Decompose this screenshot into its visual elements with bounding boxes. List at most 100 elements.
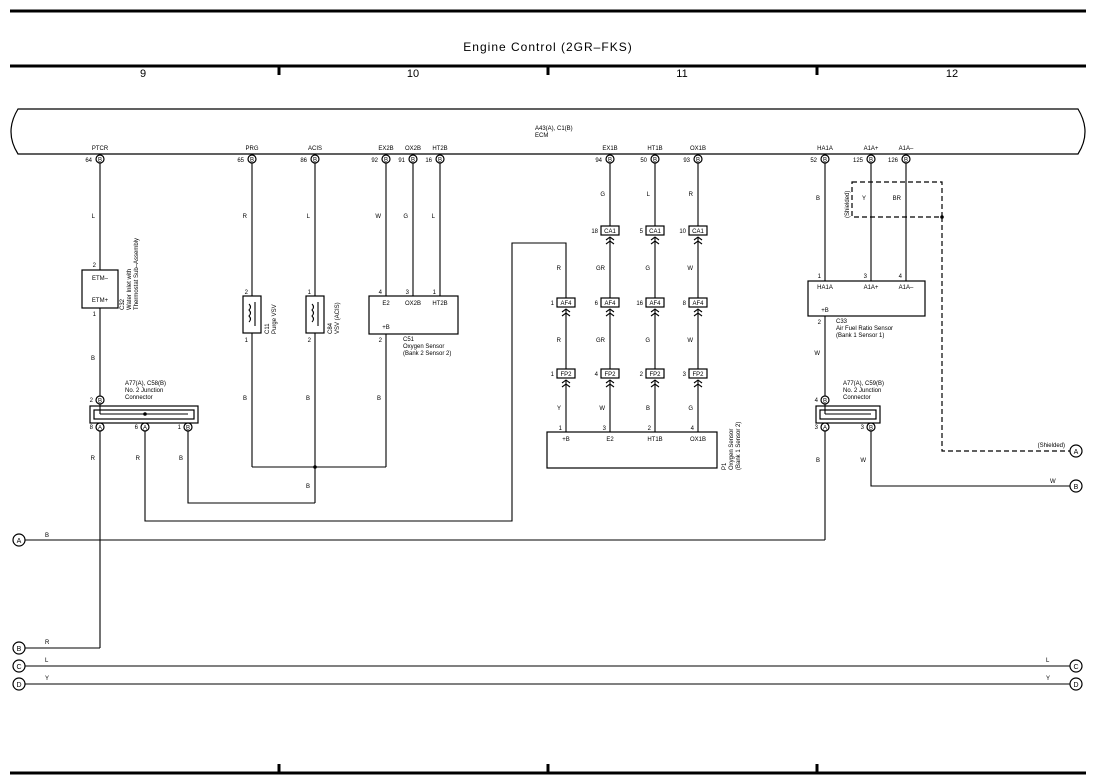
svg-text:B: B (377, 396, 381, 402)
svg-text:Connector: Connector (125, 395, 153, 401)
svg-text:1: 1 (93, 312, 97, 318)
svg-text:CA1: CA1 (604, 229, 616, 235)
p1-oxygen-sensor (546, 431, 718, 469)
svg-text:R: R (689, 192, 694, 198)
ecm-pin-ht2b: HT2B 16 B (425, 146, 447, 164)
svg-text:Y: Y (862, 196, 866, 202)
svg-text:AF4: AF4 (692, 301, 704, 307)
column-9: 9 (140, 68, 146, 80)
ref-a-left[interactable]: A (12, 533, 26, 547)
svg-text:6: 6 (135, 425, 139, 431)
svg-text:18: 18 (591, 229, 598, 235)
svg-text:BR: BR (893, 196, 902, 202)
svg-text:+B: +B (382, 325, 390, 331)
svg-text:Purge VSV: Purge VSV (272, 304, 278, 334)
svg-text:B: B (313, 158, 317, 164)
svg-text:R: R (136, 456, 141, 462)
svg-text:ETM–: ETM– (92, 276, 109, 282)
svg-text:B: B (646, 406, 650, 412)
svg-text:(Bank 2 Sensor 2): (Bank 2 Sensor 2) (403, 351, 451, 357)
svg-text:4: 4 (899, 274, 903, 280)
svg-text:EX1B: EX1B (602, 146, 617, 152)
svg-text:2: 2 (818, 320, 822, 326)
svg-text:1: 1 (551, 301, 555, 307)
svg-text:G: G (688, 406, 693, 412)
ref-b-right[interactable]: B (1069, 479, 1083, 493)
svg-text:PRG: PRG (245, 146, 258, 152)
c11-purge-vsv (242, 295, 262, 334)
svg-text:Y: Y (557, 406, 561, 412)
svg-text:E2: E2 (606, 437, 614, 443)
diagram-title: Engine Control (2GR–FKS) (463, 40, 632, 54)
svg-text:B: B (904, 158, 908, 164)
svg-text:A1A–: A1A– (899, 146, 914, 152)
ecm-pin-ox1b: OX1B 93 B (683, 146, 706, 164)
svg-text:C84: C84 (328, 322, 334, 334)
svg-text:ETM+: ETM+ (92, 298, 109, 304)
svg-text:6: 6 (595, 301, 599, 307)
svg-text:3: 3 (406, 290, 410, 296)
svg-text:G: G (645, 266, 650, 272)
ref-d-left[interactable]: D (12, 677, 26, 691)
svg-text:8: 8 (90, 425, 94, 431)
svg-text:B: B (306, 396, 310, 402)
svg-text:B: B (696, 158, 700, 164)
svg-text:W: W (599, 406, 605, 412)
svg-text:3: 3 (861, 425, 865, 431)
ref-b-left[interactable]: B (12, 641, 26, 655)
svg-text:CA1: CA1 (649, 229, 661, 235)
svg-text:1: 1 (551, 372, 555, 378)
svg-text:Water Inlet with: Water Inlet with (127, 269, 133, 310)
svg-text:B: B (411, 158, 415, 164)
svg-text:1: 1 (308, 290, 312, 296)
svg-text:G: G (600, 192, 605, 198)
svg-text:R: R (91, 456, 96, 462)
svg-text:B: B (17, 646, 22, 653)
svg-text:A1A–: A1A– (899, 285, 914, 291)
svg-text:A: A (17, 538, 22, 545)
svg-text:10: 10 (679, 229, 686, 235)
svg-text:94: 94 (595, 158, 602, 164)
svg-text:C51: C51 (403, 337, 415, 343)
svg-text:EX2B: EX2B (378, 146, 393, 152)
svg-text:B: B (91, 356, 95, 362)
svg-text:W: W (687, 266, 693, 272)
svg-text:HA1A: HA1A (817, 285, 833, 291)
svg-text:B: B (438, 158, 442, 164)
svg-text:B: B (608, 158, 612, 164)
ref-d-right[interactable]: D (1069, 677, 1083, 691)
svg-text:HT1B: HT1B (647, 146, 662, 152)
svg-text:2: 2 (245, 290, 249, 296)
svg-text:4: 4 (691, 426, 695, 432)
svg-text:3: 3 (864, 274, 868, 280)
svg-text:B: B (816, 458, 820, 464)
c51-oxygen-sensor (368, 295, 459, 335)
svg-text:4: 4 (595, 372, 599, 378)
svg-text:16: 16 (636, 301, 643, 307)
svg-text:B: B (45, 533, 49, 539)
svg-text:VSV (ACIS): VSV (ACIS) (335, 302, 341, 334)
ref-c-right[interactable]: C (1069, 659, 1083, 673)
svg-text:R: R (557, 266, 562, 272)
ref-c-left[interactable]: C (12, 659, 26, 673)
svg-text:HT2B: HT2B (432, 301, 447, 307)
svg-text:No. 2 Junction: No. 2 Junction (843, 388, 881, 394)
svg-text:W: W (814, 351, 820, 357)
svg-text:50: 50 (640, 158, 647, 164)
shield-outline (851, 181, 943, 218)
svg-text:W: W (1050, 479, 1056, 485)
svg-text:92: 92 (371, 158, 378, 164)
column-10: 10 (407, 68, 419, 80)
svg-text:A: A (143, 426, 147, 432)
svg-text:52: 52 (810, 158, 817, 164)
ref-a-right[interactable]: A (1069, 444, 1083, 458)
svg-text:PTCR: PTCR (92, 146, 109, 152)
svg-text:A77(A), C58(B): A77(A), C58(B) (125, 381, 166, 387)
svg-text:(Bank 1 Sensor 2): (Bank 1 Sensor 2) (736, 422, 742, 470)
svg-text:AF4: AF4 (560, 301, 572, 307)
svg-text:65: 65 (237, 158, 244, 164)
svg-text:(Bank 1 Sensor 1): (Bank 1 Sensor 1) (836, 333, 884, 339)
svg-text:HT2B: HT2B (432, 146, 447, 152)
svg-text:B: B (186, 426, 190, 432)
